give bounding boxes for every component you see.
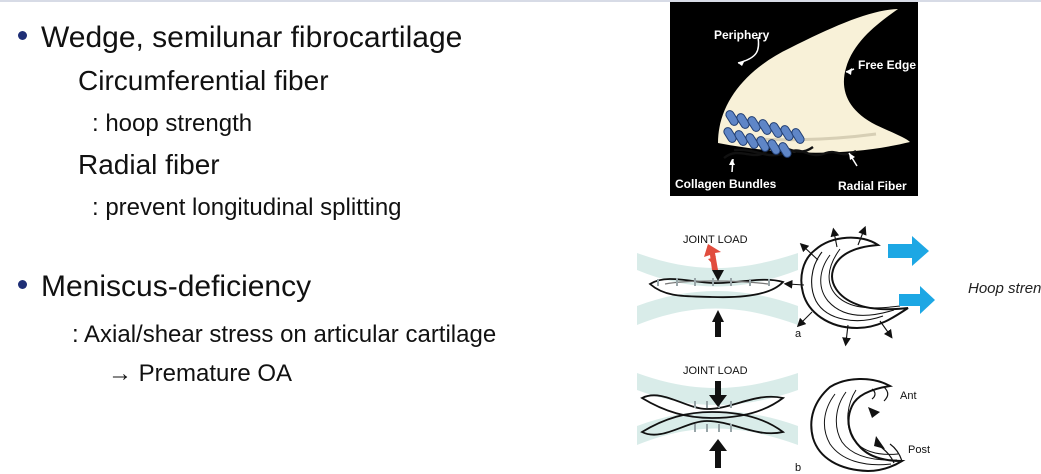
- hoop-strength-note: Hoop strength: [968, 280, 1041, 297]
- bullet-item-2: Meniscus-deficiency: [18, 270, 311, 304]
- radial-fiber-figure-label: Radial Fiber: [838, 179, 907, 193]
- round-bullet-icon: [18, 280, 27, 289]
- joint-load-bottom-label: JOINT LOAD: [683, 365, 748, 377]
- meniscus-load-diagram: JOINT LOAD JOINT LOAD a b Ant Post: [632, 224, 965, 474]
- post-label: Post: [908, 444, 931, 456]
- top-divider: [0, 0, 1041, 2]
- bullet-item-1: Wedge, semilunar fibrocartilage: [18, 21, 462, 55]
- circumferential-fiber-label: Circumferential fiber: [78, 65, 329, 96]
- axial-shear-stress-text: : Axial/shear stress on articular cartil…: [72, 321, 497, 348]
- collagen-bundles-label: Collagen Bundles: [675, 177, 777, 191]
- free-edge-label: Free Edge: [858, 58, 917, 72]
- radial-fiber-label: Radial fiber: [78, 149, 220, 180]
- round-bullet-icon: [18, 31, 27, 40]
- panel-b-label: b: [795, 462, 802, 474]
- joint-load-top-label: JOINT LOAD: [683, 234, 748, 246]
- meniscus-fiber-diagram: Periphery Free Edge Collagen Bundles Rad…: [670, 2, 918, 196]
- meniscus-fiber-graphic: [670, 2, 918, 196]
- bullet-title: Wedge, semilunar fibrocartilage: [41, 21, 463, 54]
- periphery-label: Periphery: [714, 28, 770, 42]
- prevent-splitting-detail: : prevent longitudinal splitting: [92, 194, 402, 221]
- ant-label: Ant: [900, 390, 917, 402]
- premature-oa-text: → Premature OA: [108, 360, 293, 387]
- meniscus-load-graphic: [637, 225, 935, 473]
- hoop-strength-detail: : hoop strength: [92, 110, 253, 137]
- bullet-title: Meniscus-deficiency: [41, 270, 312, 303]
- panel-a-label: a: [795, 328, 802, 340]
